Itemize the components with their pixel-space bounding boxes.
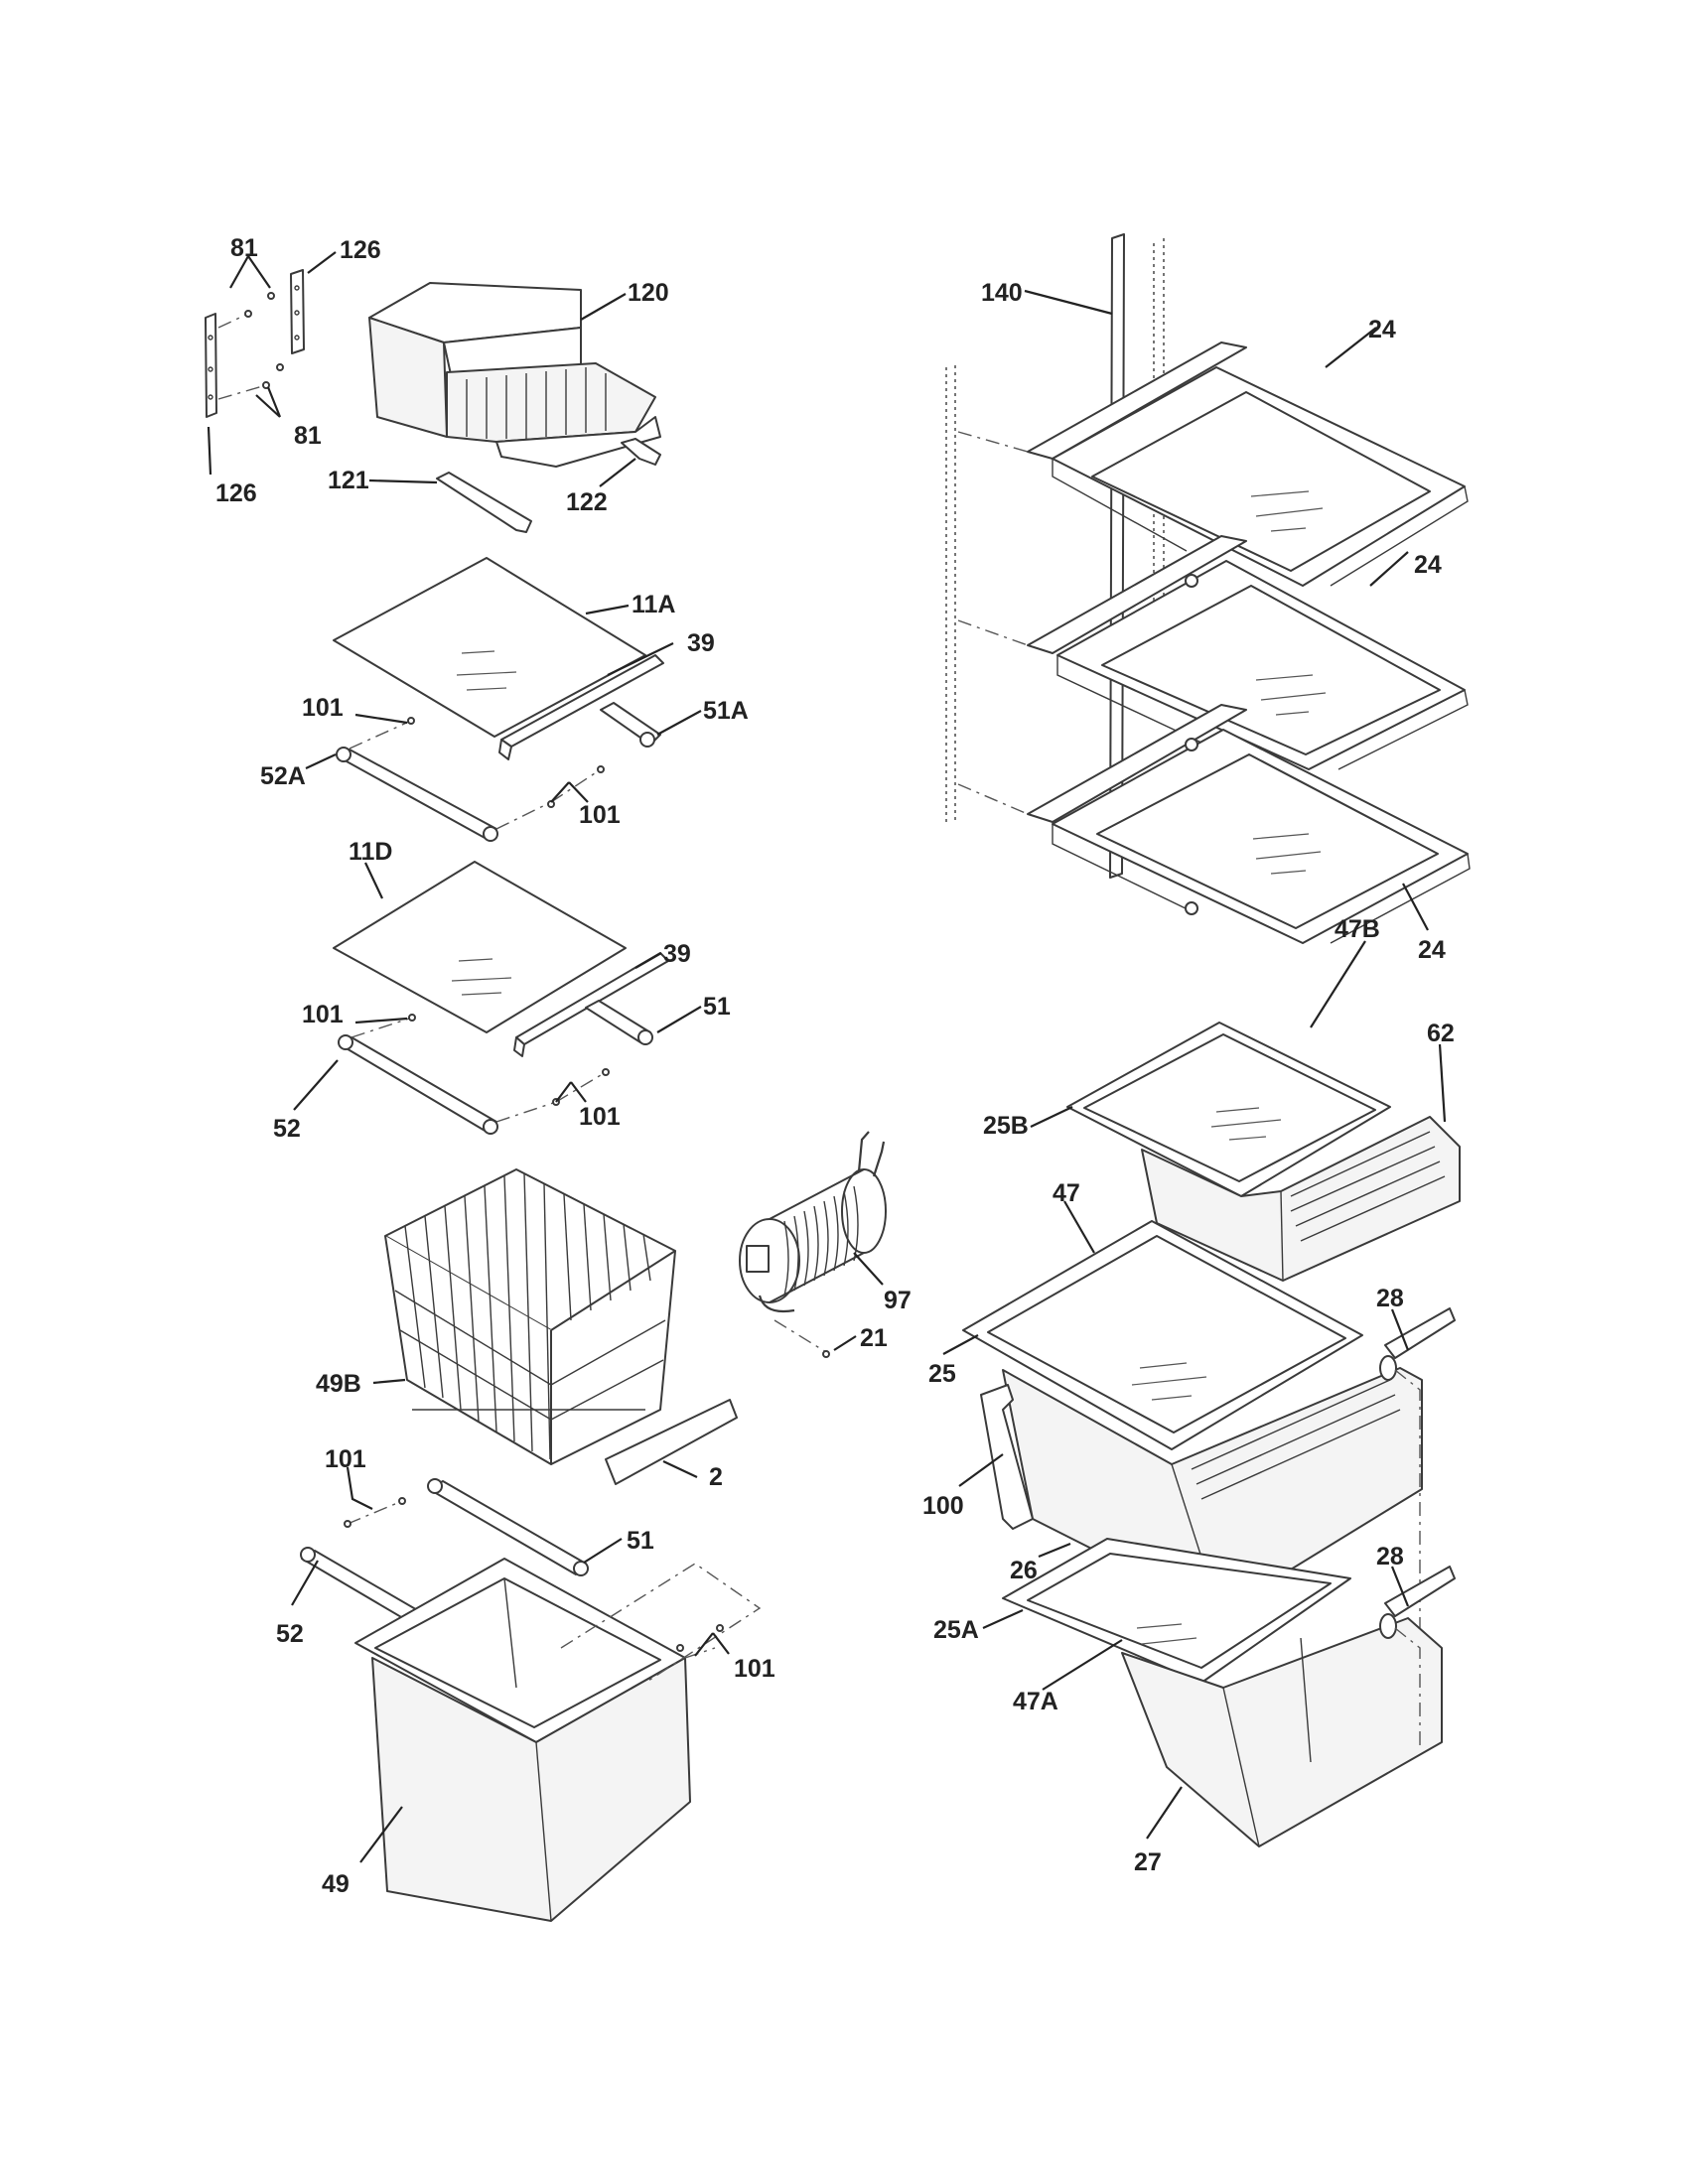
callout-27: 27: [1134, 1848, 1162, 1876]
callout-81-top: 81: [230, 234, 258, 262]
screw-21: [774, 1319, 830, 1358]
callout-26: 26: [1010, 1557, 1038, 1584]
shelf-120: [368, 282, 661, 468]
bracket-122: [621, 438, 661, 466]
wire-shelf-24-top: [957, 341, 1469, 587]
crisper-drawer-62: [1141, 1116, 1461, 1282]
callout-121: 121: [328, 467, 369, 494]
callout-24-bottom: 24: [1418, 936, 1446, 964]
callout-25A: 25A: [933, 1616, 979, 1644]
crisper-cover-25: [962, 1220, 1363, 1450]
panel-100: [980, 1384, 1034, 1530]
callout-2: 2: [709, 1463, 723, 1491]
slide-52-upper: [338, 1034, 498, 1135]
glass-shelf-11A: [333, 557, 646, 738]
crisper-cover-25B: [1066, 1022, 1391, 1197]
callout-120: 120: [628, 279, 669, 307]
crisper-drawer-27: [1121, 1617, 1443, 1847]
slide-51-upper: [585, 1000, 653, 1045]
callout-101-lower-a: 101: [325, 1445, 366, 1473]
callout-24-top: 24: [1368, 316, 1396, 343]
screws-101-b: [351, 1014, 610, 1123]
slide-51A: [600, 702, 661, 748]
heater-coil-97: [739, 1131, 887, 1313]
callout-62: 62: [1427, 1020, 1455, 1047]
wire-shelf-24-bottom: [957, 574, 1471, 944]
trim-2: [605, 1399, 738, 1485]
callout-11D: 11D: [349, 838, 392, 866]
crisper-cover-25A: [1002, 1538, 1351, 1684]
screws-101-d: [676, 1624, 724, 1652]
screws-101-a: [349, 717, 605, 830]
callout-25B: 25B: [983, 1112, 1029, 1140]
rail-39-middle: [513, 952, 669, 1057]
callout-51-lower: 51: [627, 1527, 654, 1555]
callout-97: 97: [884, 1287, 912, 1314]
callout-11A: 11A: [632, 591, 675, 618]
callout-100: 100: [922, 1492, 964, 1520]
callout-21: 21: [860, 1324, 888, 1352]
callout-52-lower: 52: [276, 1620, 304, 1648]
callout-39-middle: 39: [663, 940, 691, 968]
leader-lines: [207, 251, 1447, 1863]
clip-28-upper: [1379, 1307, 1456, 1668]
callout-140: 140: [981, 279, 1023, 307]
callout-49: 49: [322, 1870, 350, 1898]
clip-28-lower: [1379, 1566, 1456, 1747]
callout-122: 122: [566, 488, 608, 516]
bin-49: [354, 1558, 762, 1922]
callout-47A: 47A: [1013, 1688, 1058, 1715]
callout-101-upper-b: 101: [579, 801, 621, 829]
callout-47: 47: [1053, 1179, 1080, 1207]
bracket-121: [436, 472, 532, 533]
callout-labels: 81 126 120 81 126 121 122 11A 39 101 51A…: [215, 234, 1455, 1898]
callout-101-middle-b: 101: [579, 1103, 621, 1131]
rail-39-top: [498, 654, 664, 760]
callout-126-top: 126: [340, 236, 381, 264]
callout-101-lower-b: 101: [734, 1655, 775, 1683]
callout-81-bottom: 81: [294, 422, 322, 450]
callout-24-middle: 24: [1414, 551, 1442, 579]
callout-25: 25: [928, 1360, 956, 1388]
wire-basket-49B: [384, 1168, 676, 1465]
screws-101-c: [344, 1497, 406, 1528]
callout-28-lower: 28: [1376, 1543, 1404, 1570]
callout-28-upper: 28: [1376, 1285, 1404, 1312]
wire-shelf-24-middle: [957, 535, 1469, 770]
hinge-126-right: [290, 269, 305, 354]
callout-101-middle-a: 101: [302, 1001, 344, 1028]
callout-39-upper: 39: [687, 629, 715, 657]
callout-51-upper: 51: [703, 993, 731, 1021]
callout-51A: 51A: [703, 697, 749, 725]
callout-52A: 52A: [260, 762, 306, 790]
glass-shelf-11D: [333, 861, 627, 1033]
screws-81: [217, 292, 284, 400]
callout-52-upper: 52: [273, 1115, 301, 1143]
slide-51-lower: [427, 1478, 589, 1576]
callout-47B: 47B: [1335, 915, 1380, 943]
callout-126-bottom: 126: [215, 479, 257, 507]
callout-101-upper-a: 101: [302, 694, 344, 722]
hinge-126-left: [205, 313, 217, 418]
callout-49B: 49B: [316, 1370, 361, 1398]
slide-52A: [336, 747, 498, 842]
